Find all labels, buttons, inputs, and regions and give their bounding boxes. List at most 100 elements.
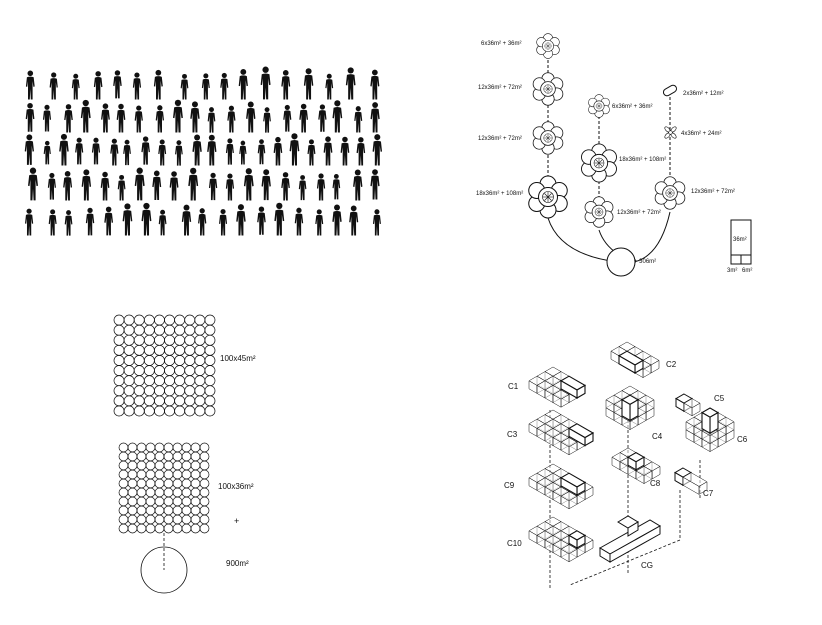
grid-circle [143,314,155,326]
person-silhouette [207,107,216,133]
grid-circle [172,505,183,516]
person-silhouette [81,169,92,201]
person-silhouette [345,67,356,100]
label-c2: 4x36m² + 24m² [681,131,722,137]
person-silhouette [134,167,145,201]
grid-circle [184,405,196,417]
grid-circle [136,478,147,489]
person-silhouette [260,66,271,100]
person-silhouette [100,171,110,201]
grid-circle [181,514,192,525]
grid-circle [184,344,196,356]
person-silhouette [281,172,290,201]
person-silhouette [246,101,256,133]
grid-circle [113,344,125,356]
grid-circle [204,334,216,346]
module-label-c6: C6 [737,435,748,444]
person-silhouette [158,139,167,166]
grid-circle [181,496,192,507]
grid-circle [145,469,156,480]
grid-circle [172,460,183,471]
grid-circle [174,355,186,366]
iso-face [682,476,700,495]
grid-circle [204,365,216,376]
grid-circle [133,324,145,336]
grid-circle [194,375,206,387]
big-circle [140,546,188,594]
person-silhouette [63,171,73,201]
person-silhouette [289,133,300,166]
plus-sign: + [234,516,239,526]
grid-circle [136,487,147,498]
person-silhouette [239,140,247,165]
grid-circle [143,405,155,417]
grid-circle [174,365,186,376]
person-silhouette [356,137,366,166]
grid-circle [163,451,174,462]
grid-circle [143,395,155,407]
grid-a-label: 100x45m² [220,354,256,363]
iso-solid-block [568,534,578,549]
person-silhouette [307,139,316,166]
grid-circle [204,385,216,397]
label-b1: 6x36m² + 36m² [612,104,653,110]
grid-circle [172,442,183,453]
grid-circle [136,496,147,507]
person-silhouette [25,208,34,236]
grid-circle [190,442,201,453]
flower-node [536,33,560,59]
grid-circle [118,451,129,462]
person-silhouette [25,70,35,100]
grid-circle [136,469,147,480]
grid-circle [154,478,165,489]
grid-circle [145,451,156,462]
grid-circle [184,355,196,366]
label-a1: 6x36m² + 36m² [481,41,522,47]
module-cluster [528,463,594,510]
grid-circle [164,334,175,346]
grid-circle [145,514,156,525]
grid-circle [204,324,216,336]
grid-circle [118,460,129,471]
grid-circle [184,375,196,387]
grid-circle [164,395,175,407]
grid-circle [194,405,206,417]
grid-circle [127,487,138,498]
grid-circle [181,451,192,462]
grid-circle [145,523,156,534]
person-silhouette [281,70,291,100]
grid-circle [204,314,216,326]
grid-circle [163,469,174,480]
module-legend [730,219,752,265]
grid-circle [136,460,147,471]
module-cluster [611,447,661,485]
grid-circle [199,505,210,516]
person-silhouette [122,203,133,236]
person-silhouette [110,138,119,166]
label-a2: 12x36m² + 72m² [478,85,522,91]
label-b3: 12x36m² + 72m² [617,210,661,216]
person-silhouette [180,73,189,100]
person-silhouette [340,136,350,166]
module-cluster [528,516,594,563]
grid-circle [154,334,165,346]
grid-circle [163,505,174,516]
grid-circle [154,314,165,326]
person-silhouette [47,172,56,200]
grid-circle [118,478,129,489]
grid-circle [190,514,201,525]
grid-circle [123,314,135,326]
person-silhouette [132,72,142,100]
grid-circle [164,344,175,356]
grid-circle [133,385,145,397]
grid-circle [204,405,216,417]
grid-circle [123,385,135,397]
grid-circle [123,375,135,387]
person-silhouette [263,107,271,133]
iso-solid-block [568,427,586,447]
iso-cell [560,495,570,510]
iso-face [683,402,693,417]
legend-right-label: 6m² [742,268,752,274]
person-silhouette [188,167,199,201]
